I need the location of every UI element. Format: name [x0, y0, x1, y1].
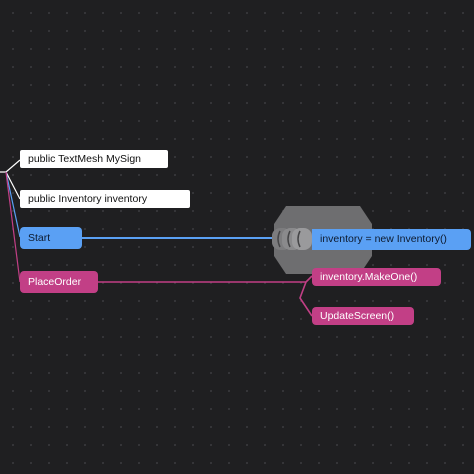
wire-root-placeorder	[5, 171, 21, 283]
wire-branch-updatescreen	[299, 281, 313, 317]
field-node-inventory[interactable]: public Inventory inventory	[20, 190, 190, 208]
wire-root-textmesh	[0, 159, 21, 173]
statement-node-inventory-assign[interactable]: inventory = new Inventory()	[312, 229, 471, 250]
method-node-placeorder[interactable]: PlaceOrder	[20, 271, 98, 293]
wire-branch-makeone	[305, 275, 313, 283]
call-node-updatescreen[interactable]: UpdateScreen()	[312, 307, 414, 325]
method-node-start[interactable]: Start	[20, 227, 82, 249]
call-node-makeone[interactable]: inventory.MakeOne()	[312, 268, 441, 286]
field-node-textmesh[interactable]: public TextMesh MySign	[20, 150, 168, 168]
wire-root-start	[5, 171, 21, 238]
wire-root-inventory	[5, 171, 21, 200]
